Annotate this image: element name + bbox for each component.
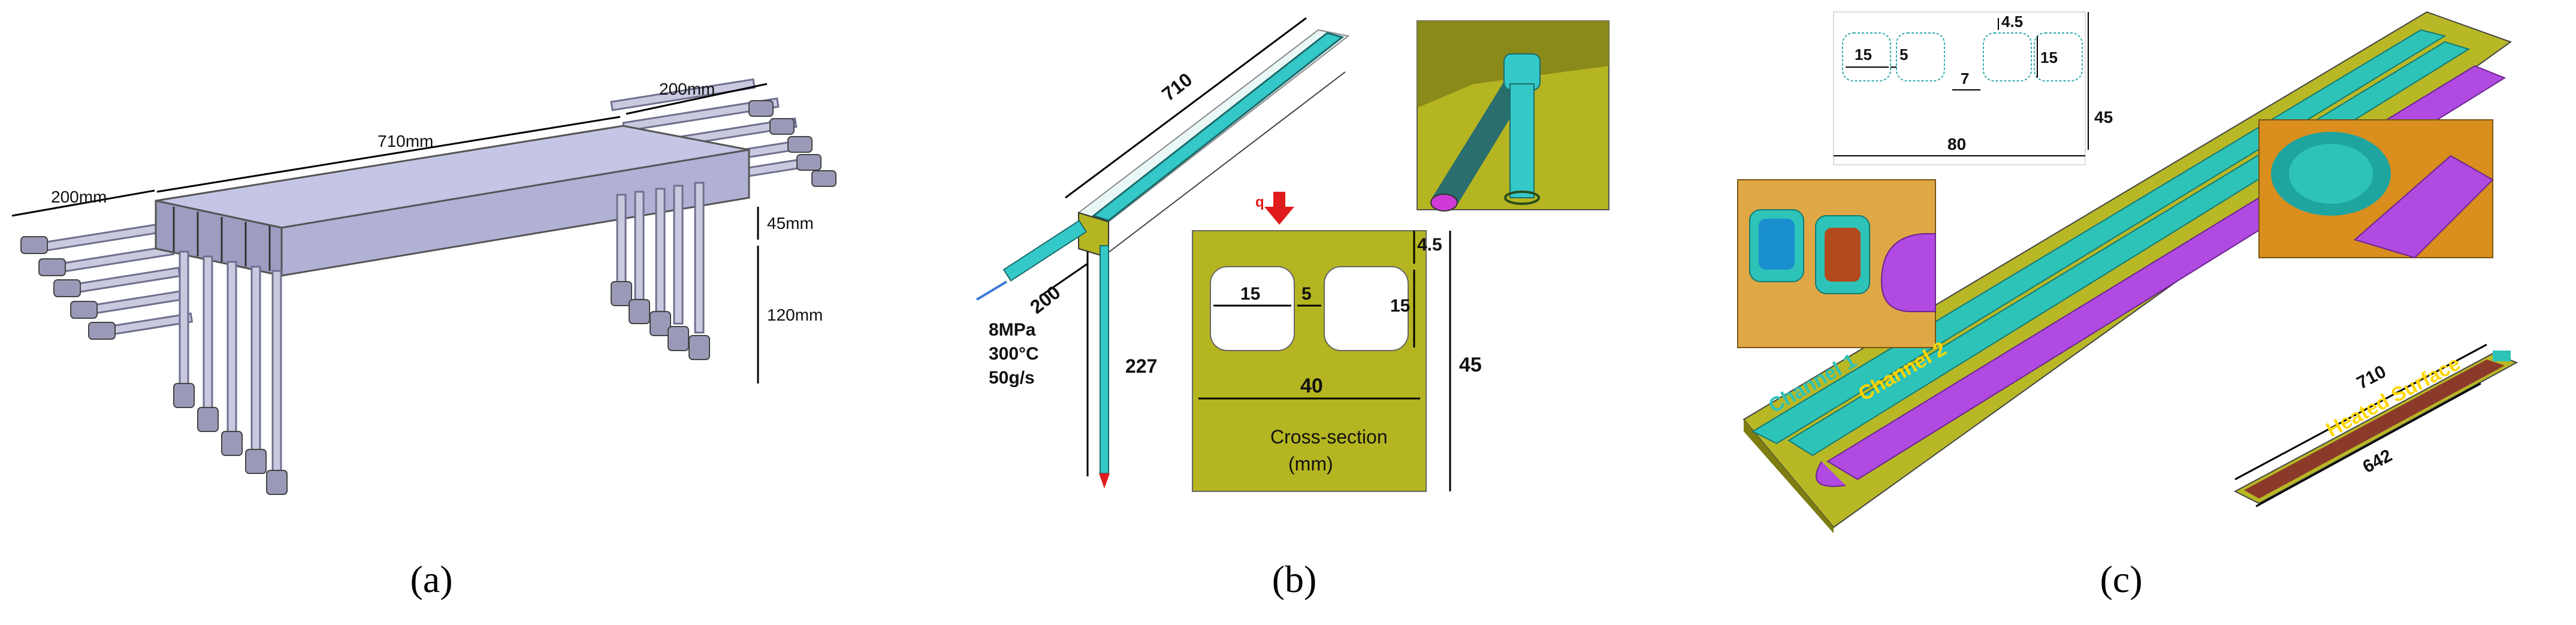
cs-unit: (mm) — [1288, 453, 1333, 475]
dim-left-ext: 200mm — [51, 188, 107, 206]
b-dimension-lines — [1039, 17, 1307, 476]
caption-c: (c) — [2100, 558, 2143, 600]
sch-pitch: 7 — [1961, 70, 1969, 87]
heated-view — [2233, 343, 2518, 508]
heat-flux-arrow — [1264, 192, 1294, 225]
inlet-fittings — [20, 236, 116, 340]
inlet-temperature: 300°C — [989, 344, 1039, 364]
panel-c: 4.5 15 5 7 15 45 80 — [1732, 0, 2576, 625]
right-inset — [2258, 119, 2494, 259]
sch-gap: 5 — [1899, 46, 1908, 64]
inlet-arrow — [976, 280, 1008, 301]
cs-width: 15 — [1240, 284, 1260, 304]
cross-section — [1192, 230, 1451, 492]
left-inset — [1737, 179, 1936, 348]
sch-height: 45 — [2094, 108, 2113, 126]
left-down-fittings — [173, 383, 288, 495]
dim-right-ext: 200mm — [659, 80, 715, 98]
sch-w1: 15 — [1855, 46, 1872, 64]
channel-body — [1077, 29, 1350, 259]
cs-title: Cross-section — [1270, 426, 1388, 448]
caption-b: (b) — [1272, 558, 1317, 600]
dim-drop: 120mm — [767, 306, 823, 324]
plate — [155, 125, 750, 277]
dim-length: 710mm — [378, 132, 433, 150]
cs-gap: 5 — [1301, 284, 1312, 304]
panel-b: 710 200 227 8MPa 300°C 50g/s q 4.5 15 5 … — [935, 0, 1714, 625]
cs-height: 15 — [1390, 296, 1410, 316]
cs-top-gap: 4.5 — [1417, 235, 1442, 255]
inlet-pipe — [1002, 219, 1088, 282]
panel-b-drawing: 710 200 227 8MPa 300°C 50g/s q 4.5 15 5 … — [976, 17, 1609, 492]
cs-total-width: 40 — [1300, 375, 1323, 397]
b-dim-inlet: 200 — [1026, 281, 1064, 318]
sch-h: 15 — [2040, 49, 2058, 67]
zoom-inset — [1417, 20, 1609, 212]
outlet-arrow — [1099, 473, 1110, 488]
inlet-pressure: 8MPa — [989, 320, 1036, 340]
inlet-flow: 50g/s — [989, 368, 1035, 388]
down-pipe — [1100, 245, 1109, 474]
panel-c-drawing: 4.5 15 5 7 15 45 80 — [1737, 11, 2518, 533]
panel-a: 710mm 200mm 200mm 45mm 120mm (a) — [0, 0, 857, 625]
dimension-lines — [11, 83, 768, 384]
heat-flux-label: q — [1255, 194, 1264, 210]
cs-total-height: 45 — [1459, 354, 1482, 376]
sch-top-gap: 4.5 — [2001, 13, 2023, 31]
sch-width: 80 — [1947, 135, 1966, 153]
caption-a: (a) — [410, 558, 453, 600]
b-dim-down: 227 — [1125, 355, 1157, 377]
panel-a-drawing: 710mm 200mm 200mm 45mm 120mm — [11, 78, 836, 495]
dim-thickness: 45mm — [767, 214, 814, 233]
heated-dim-642: 642 — [2360, 446, 2396, 478]
right-down-fittings — [611, 281, 710, 360]
outlet-fittings — [748, 100, 836, 187]
schematic — [1833, 11, 2089, 165]
b-dim-length: 710 — [1158, 68, 1196, 105]
